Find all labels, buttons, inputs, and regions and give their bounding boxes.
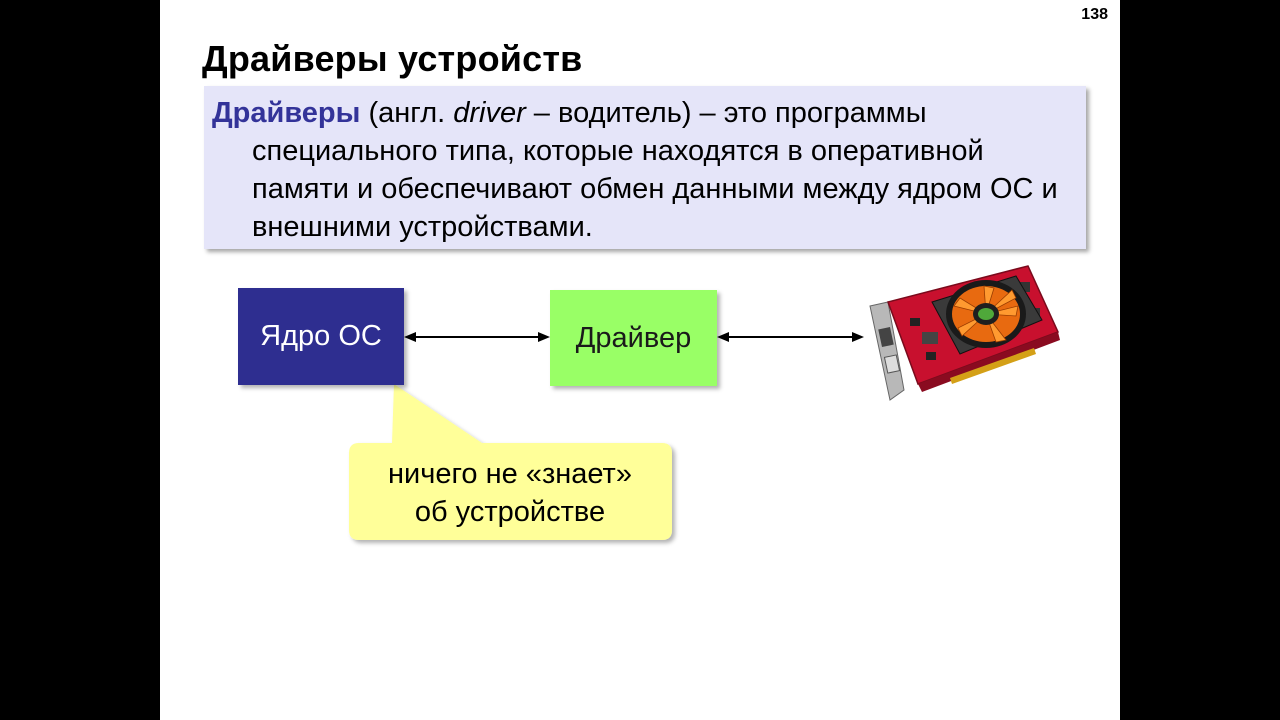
definition-english-word: driver [453,97,526,129]
arrow-driver-device [717,332,864,342]
definition-text: Драйверы (англ. driver – водитель) – это… [212,94,1072,246]
page-title: Драйверы устройств [202,38,583,79]
callout-line-1: ничего не «знает» [388,458,632,490]
driver-box: Драйвер [550,290,717,386]
slide: 138 Драйверы устройств Драйверы (англ. d… [160,0,1120,720]
kernel-box: Ядро ОС [238,288,404,385]
arrow-kernel-driver [404,332,550,342]
definition-paren-open: (англ. [360,97,454,129]
callout-line-2: об устройстве [414,496,606,528]
diagram-canvas [349,332,864,540]
page-number: 138 [1081,6,1108,23]
definition-body: – водитель) – это программы специального… [252,97,1058,243]
definition-term: Драйверы [212,97,361,129]
callout-bubble [349,384,672,540]
definition-box: Драйверы (англ. driver – водитель) – это… [204,86,1086,249]
callout-text: ничего не «знает» об устройстве [350,455,670,531]
video-card-image [869,265,1060,401]
